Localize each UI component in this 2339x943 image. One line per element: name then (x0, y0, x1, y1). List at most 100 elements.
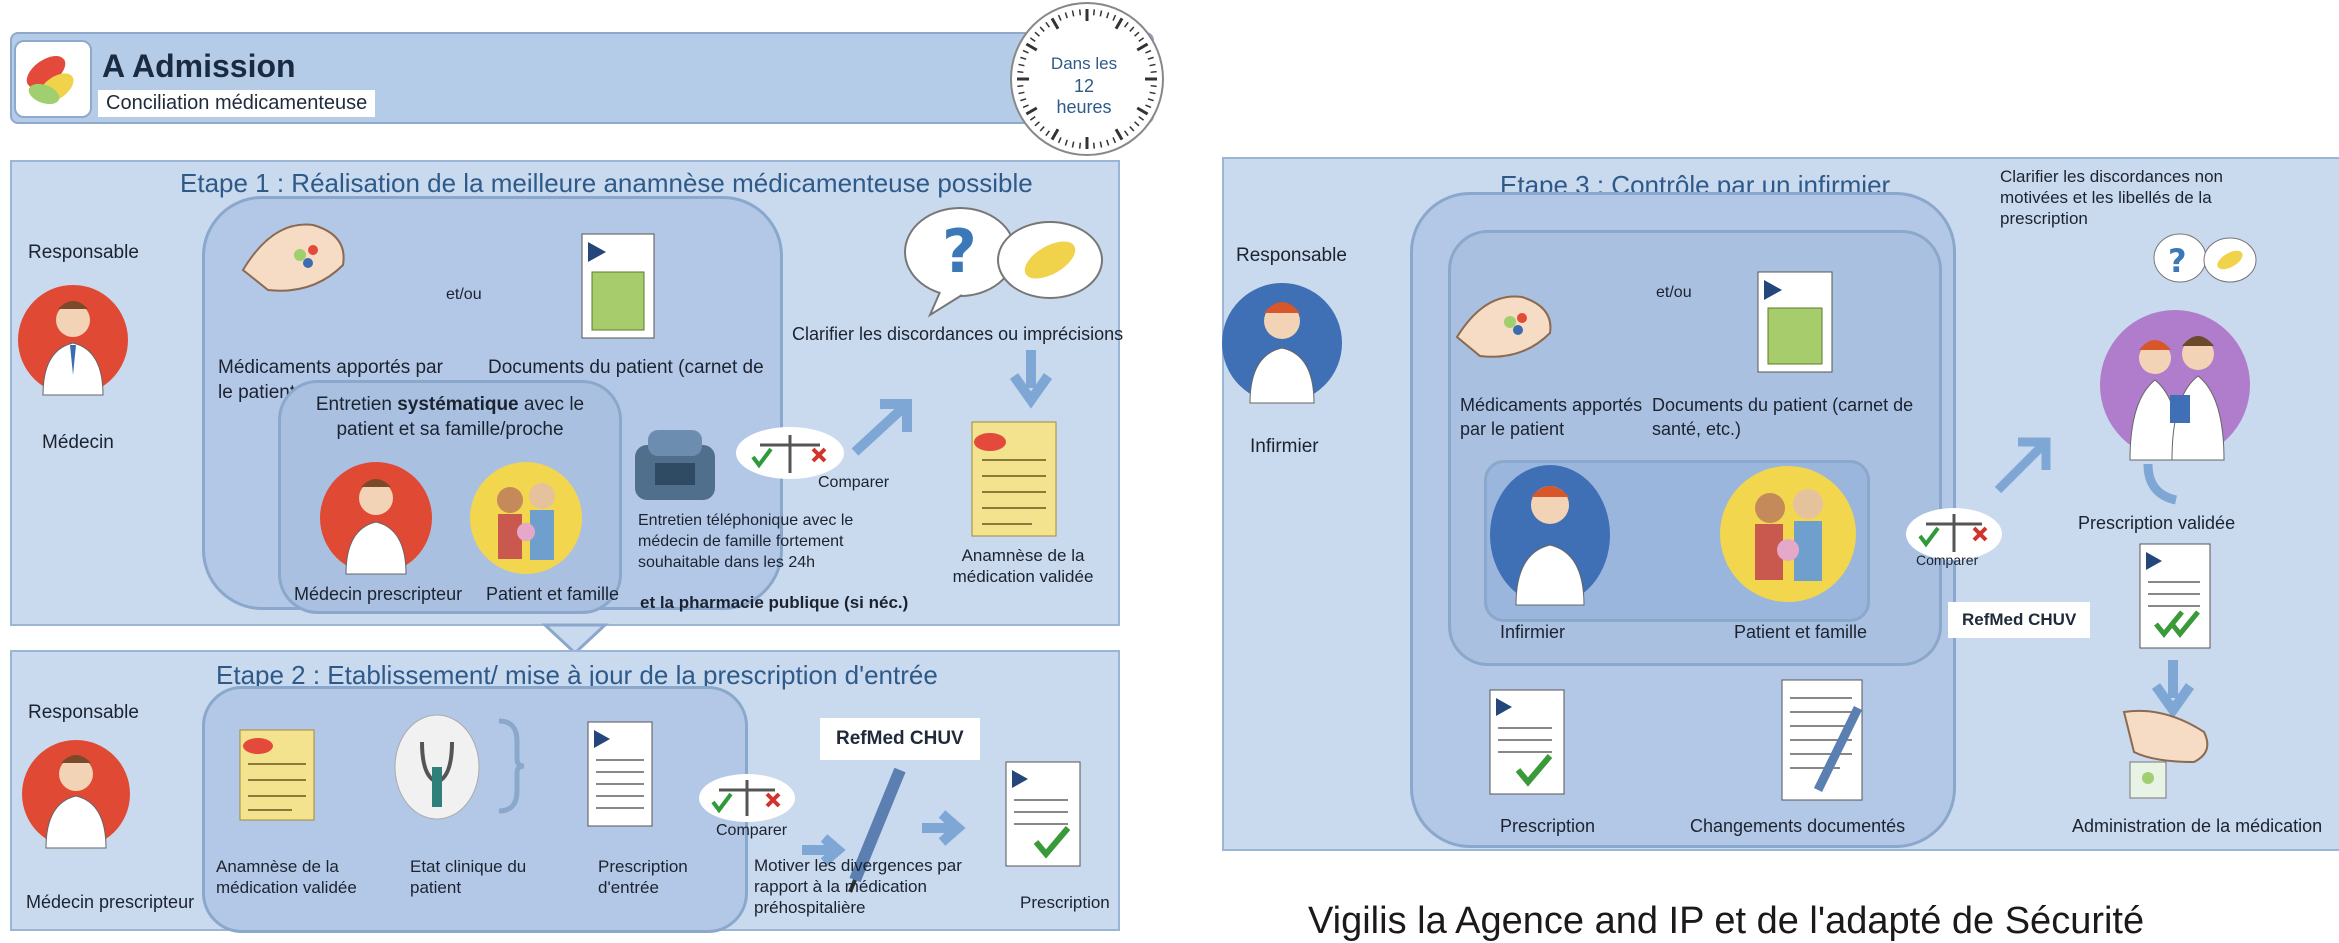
svg-text:?: ? (942, 217, 977, 287)
clock-tick (1025, 106, 1038, 116)
arrow-right-icon (922, 810, 966, 846)
balance-icon-3 (1906, 508, 2002, 560)
clock-tick (1017, 70, 1024, 74)
entretien-post: avec le patient et sa famille/proche (336, 394, 585, 440)
clock-line1: Dans les (1050, 54, 1118, 73)
clock-tick (1092, 9, 1096, 16)
clock-tick (1106, 12, 1110, 19)
entretien-pre: Entretien (315, 394, 392, 415)
prescription-entree-icon (587, 721, 653, 827)
clock-icon (1010, 2, 1164, 156)
etape3-meds-label: Médicaments apportés par le patient (1460, 395, 1643, 439)
clock-tick (1034, 121, 1040, 127)
clock-tick (1124, 130, 1129, 137)
prescription-check-icon-2 (1489, 689, 1565, 795)
patient-document-icon (581, 233, 655, 339)
clock-tick (1134, 31, 1140, 37)
etape2-motiver: Motiver les divergences par rapport à la… (754, 856, 962, 917)
clock-tick (1064, 12, 1068, 19)
clock-tick (1106, 139, 1110, 146)
family-figure-icon-2 (1755, 489, 1823, 581)
clock-tick (1039, 26, 1045, 32)
family-avatar-2 (1720, 466, 1856, 602)
clock-tick (1138, 37, 1145, 42)
clock-tick (1149, 63, 1156, 67)
entretien-bold: systématique (397, 394, 519, 415)
clock-tick (1136, 42, 1149, 52)
etape2-role: Médecin prescripteur (26, 892, 195, 912)
prescriber-figure-icon-2 (45, 755, 107, 849)
documented-changes-icon (1781, 679, 1863, 801)
etape3-infirmier: Infirmier (1500, 622, 1566, 642)
clock-tick (1147, 98, 1154, 102)
clock-tick (1045, 130, 1050, 137)
etape1-patient-famille: Patient et famille (486, 584, 620, 604)
etape1-anamnese: Anamnèse de la médication validée (952, 546, 1094, 586)
etape3-administration: Administration de la médication (2072, 816, 2323, 836)
etape1-entretien: Entretien systématique avec le patient e… (300, 392, 600, 442)
etape2-etat: Etat clinique du patient (410, 857, 527, 897)
etape3-responsable: Responsable (1236, 245, 1347, 266)
clock-tick (1018, 63, 1025, 67)
etape2-prescription: Prescription (1020, 893, 1110, 912)
clock-tick (1147, 56, 1154, 60)
etape3-refmed: RefMed CHUV (1948, 602, 2091, 638)
family-avatar (470, 462, 582, 574)
clock-tick (1145, 104, 1152, 109)
clock-tick (1050, 128, 1060, 141)
etape3-prescription: Prescription (1500, 816, 1596, 836)
arrow-curve-icon (2143, 463, 2178, 505)
clock-tick (1050, 17, 1060, 30)
speech-bubble-icon: ? (904, 207, 1103, 318)
etape3-docs-label: Documents du patient (carnet de santé, e… (1652, 395, 1914, 439)
hand-pills-icon (241, 223, 345, 292)
clock-tick (1129, 126, 1135, 132)
etape1-clarifier: Clarifier les discordances ou imprécisio… (792, 324, 1124, 344)
clock-tick (1114, 17, 1124, 30)
prescription-check-icon (1005, 761, 1081, 867)
speech-bubble-icon-2: ? (2153, 233, 2257, 283)
header-letter: A (102, 48, 126, 84)
header-subtitle: Conciliation médicamenteuse (98, 90, 376, 117)
anamnese-document-icon-2 (239, 729, 315, 821)
clock-tick (1057, 14, 1062, 21)
clock-tick (1150, 84, 1157, 88)
clock-tick (1029, 37, 1036, 42)
etape3-etou: et/ou (1656, 284, 1692, 301)
clock-tick (1029, 116, 1036, 121)
etape1-etou: et/ou (446, 286, 482, 303)
anamnese-document-icon (971, 421, 1057, 537)
etape1-telephone: Entretien téléphonique avec le médecin d… (638, 512, 854, 571)
arrow-up-right-icon-2 (1994, 437, 2051, 494)
etape1-medecin-prescripteur: Médecin prescripteur (294, 584, 463, 604)
header-title: Admission (132, 48, 296, 84)
etape1-title: Etape 1 : Réalisation de la meilleure an… (180, 168, 1033, 198)
clock-line2: 12 heures (1056, 76, 1112, 117)
arrow-down-icon-2 (2151, 660, 2195, 719)
clock-tick (1134, 121, 1140, 127)
etape2-comparer: Comparer (716, 822, 788, 839)
clock-tick (1057, 137, 1062, 144)
clock-tick (1114, 128, 1124, 141)
etape3-changements: Changements documentés (1690, 816, 1906, 836)
etape1-comparer: Comparer (818, 474, 890, 491)
etape1-role: Médecin (42, 432, 114, 453)
etape2-responsable: Responsable (28, 702, 139, 723)
clock-tick (1045, 21, 1050, 28)
etape3-prescription-validee: Prescription validée (2078, 513, 2236, 533)
etape3-comparer: Comparer (1916, 552, 1979, 568)
hand-pills-icon-2 (1455, 295, 1552, 358)
clock-tick (1112, 137, 1117, 144)
doctor-nurse-pair-icon (2129, 336, 2225, 461)
clock-tick (1020, 98, 1027, 102)
etape1-meds-label: Médicaments apportés par le patient (218, 357, 443, 403)
clock-tick (1149, 91, 1156, 95)
balance-icon (736, 427, 844, 479)
clock-tick (1150, 70, 1157, 74)
clock-tick (1039, 126, 1045, 132)
clock-tick (1145, 49, 1152, 54)
footer-text: Vigilis la Agence and IP et de l'adapté … (1308, 900, 2145, 942)
brace-icon (498, 718, 525, 814)
nurse-figure-icon (1249, 302, 1315, 404)
clock-tick (1022, 104, 1029, 109)
